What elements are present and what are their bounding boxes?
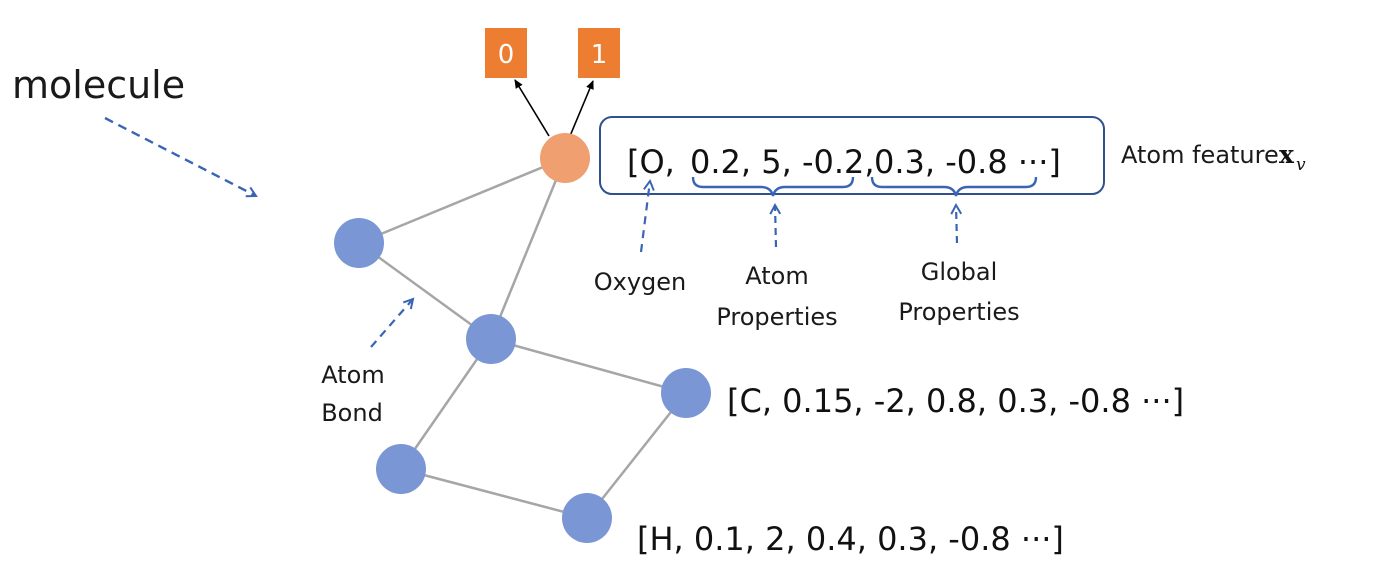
oxygen-atom-node: [540, 133, 590, 183]
bond-center-lowleft: [399, 338, 493, 470]
bond-oxygen-center: [489, 157, 567, 340]
output-arrow-0: [514, 79, 550, 137]
hydrogen-feature-vector: [H, 0.1, 2, 0.4, 0.3, -0.8 ···]: [637, 520, 1064, 558]
atom-node-left: [334, 218, 384, 268]
hydrogen-atom-node: [562, 493, 612, 543]
global-properties-annotation-line2: Properties: [898, 298, 1019, 326]
bond-carbon-hydrogen: [586, 392, 687, 519]
bond-left-center: [358, 241, 492, 341]
molecule-label: molecule: [12, 63, 185, 107]
atom-bond-annotation-line2: Bond: [321, 399, 383, 427]
atom-feature-box: [599, 116, 1105, 195]
global-properties-annotation-line1: Global: [921, 258, 998, 286]
global-properties-annotation-arrow: [950, 202, 963, 244]
bonds: [358, 156, 687, 520]
bond-lowleft-hydrogen: [400, 467, 588, 520]
atom-properties-annotation-line1: Atom: [745, 262, 808, 290]
atom-node-low-left: [376, 444, 426, 494]
output-arrow-1: [569, 80, 594, 137]
global-properties-brace: [870, 176, 1038, 197]
output-box-1: [578, 28, 620, 78]
bond-oxygen-left: [358, 156, 566, 245]
oxygen-vector-atom-props: 0.2, 5, -0.2,: [690, 143, 875, 181]
atom-feature-subscript: v: [1296, 155, 1306, 175]
atom-feature-symbol: x: [1279, 140, 1295, 169]
output-label-1: 1: [591, 40, 608, 70]
carbon-atom-node: [661, 368, 711, 418]
carbon-feature-vector: [C, 0.15, -2, 0.8, 0.3, -0.8 ···]: [727, 382, 1184, 420]
oxygen-annotation-arrow: [639, 178, 655, 253]
atom-bond-annotation-arrow: [370, 297, 415, 348]
oxygen-annotation: Oxygen: [594, 268, 687, 296]
output-label-0: 0: [498, 40, 515, 70]
atom-properties-brace: [691, 176, 855, 197]
atom-feature-label: Atom feature: [1121, 141, 1279, 169]
molecule-pointer-arrow: [104, 116, 258, 198]
atom-properties-annotation-arrow: [769, 202, 782, 248]
output-box-0: [485, 28, 527, 78]
atom-node-center: [466, 314, 516, 364]
oxygen-vector-open: [O,: [627, 143, 675, 181]
atom-properties-annotation-line2: Properties: [716, 303, 837, 331]
oxygen-vector-global-props: 0.3, -0.8 ···]: [874, 143, 1061, 181]
bond-center-carbon: [490, 337, 687, 395]
atom-bond-annotation-line1: Atom: [321, 361, 384, 389]
